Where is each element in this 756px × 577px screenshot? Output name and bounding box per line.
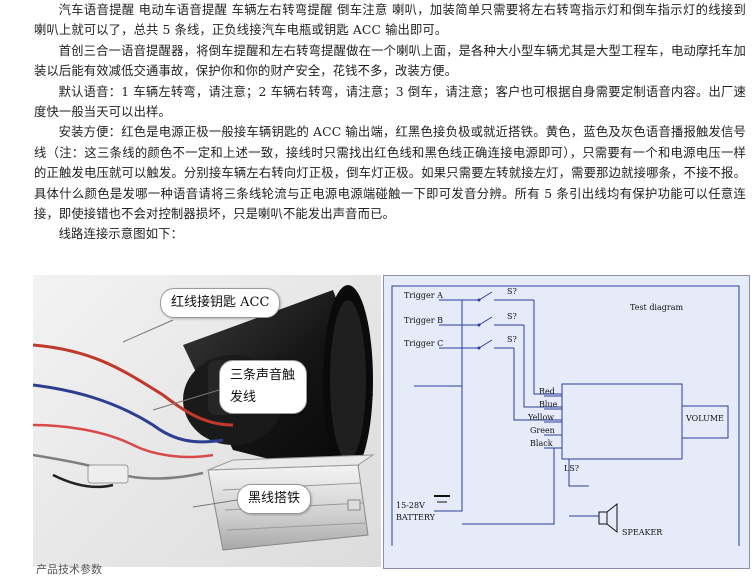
volume-label: VOLUME [685,414,724,423]
switch-a-label: S? [507,287,517,296]
product-photo: 红线接钥匙 ACC 三条声音触发线 黑线搭铁 [33,275,381,567]
document-body: 汽车语音提醒 电动车语音提醒 车辆左右转弯提醒 倒车注意 喇叭，加装简单只需要将… [34,0,746,245]
battery-label: BATTERY [396,513,436,522]
paragraph-5: 线路连接示意图如下： [58,227,184,242]
trigger-b-label: Trigger B [404,316,443,325]
wire-red-label: Red [539,387,555,396]
wire-blue-label: Blue [539,400,558,409]
speaker-label: SPEAKER [622,528,663,537]
callout-black-wire: 黑线搭铁 [237,484,312,514]
paragraph-1: 汽车语音提醒 电动车语音提醒 车辆左右转弯提醒 倒车注意 喇叭，加装简单只需要将… [34,3,746,38]
ls-label: LS? [564,464,579,473]
wire-yellow-label: Yellow [527,413,554,422]
trigger-a-label: Trigger A [404,291,443,300]
switch-b-label: S? [507,312,517,321]
paragraph-2: 首创三合一语音提醒器，将倒车提醒和左右转弯提醒做在一个喇叭上面，是各种大小型车辆… [34,43,746,79]
wire-black-label: Black [530,439,553,448]
diagram-title: Test diagram [630,303,683,312]
footer-text: 产品技术参数 [36,563,102,576]
callout-trigger-wires: 三条声音触发线 [219,360,307,414]
callout-red-wire: 红线接钥匙 ACC [160,288,281,318]
circuit-schematic: Trigger A Trigger B Trigger C S? S? S? T… [391,285,740,546]
wiring-diagram: Trigger A Trigger B Trigger C S? S? S? T… [383,275,750,569]
switch-c-label: S? [507,335,517,344]
wire-green-label: Green [530,426,555,435]
battery-voltage-label: 15-28V [396,501,425,510]
trigger-c-label: Trigger C [404,339,443,348]
callout-pointers [122,319,238,508]
paragraph-3: 默认语音：1 车辆左转弯，请注意；2 车辆右转弯，请注意；3 倒车，请注意；客户… [34,84,746,120]
paragraph-4: 安装方便：红色是电源正极一般接车辆钥匙的 ACC 输出端，红黑色接负极或就近搭铁… [34,125,746,222]
